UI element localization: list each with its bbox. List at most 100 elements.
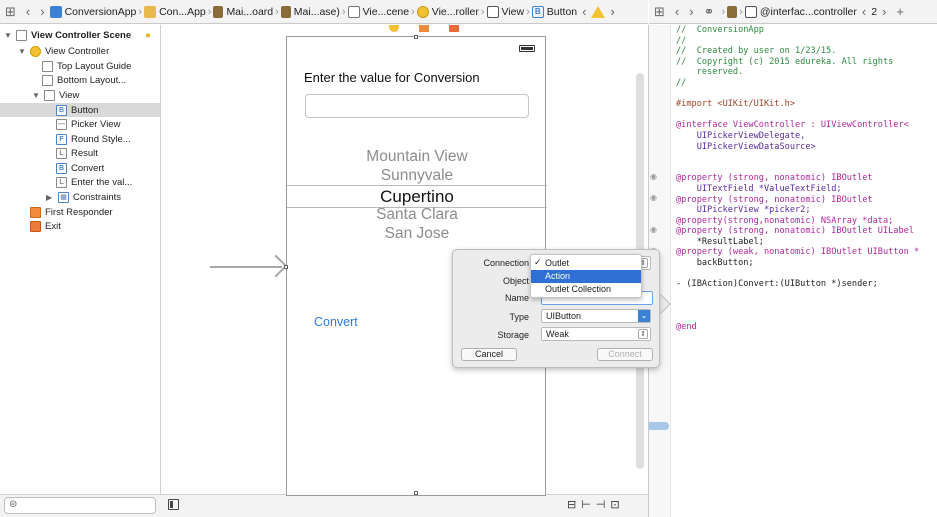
forward-button[interactable]: ›	[40, 4, 45, 19]
outline-view-controller[interactable]: ▼ View Controller	[18, 45, 110, 57]
view-controller-icon	[416, 5, 429, 18]
code-line: @property (strong, nonatomic) IBOutlet U…	[676, 226, 914, 237]
disclosure-triangle-icon[interactable]: ▼	[18, 46, 26, 56]
picker-selection-bottom-line	[287, 207, 547, 208]
crumb-folder[interactable]: Con...App	[144, 5, 206, 18]
crumb-view-controller[interactable]: Vie...roller	[416, 5, 479, 18]
counterpart-count: 2	[871, 5, 878, 18]
outline-constraints[interactable]: ▶ ▦ Constraints	[46, 191, 122, 203]
scene-dock-exit-icon[interactable]	[449, 25, 459, 32]
toggle-outline-icon[interactable]	[168, 499, 179, 510]
resize-handle[interactable]	[414, 491, 418, 495]
scene-dock-responder-icon[interactable]	[419, 25, 429, 32]
back-button[interactable]: ‹	[25, 4, 31, 19]
crumb-storyboard[interactable]: Mai...oard	[213, 5, 273, 18]
code-line	[676, 163, 937, 174]
issue-forward-button[interactable]: ›	[610, 4, 615, 19]
picker-row[interactable]: Mountain View	[366, 148, 468, 165]
automatic-icon[interactable]: ⚭	[703, 3, 715, 19]
disclosure-triangle-icon[interactable]: ▼	[4, 30, 12, 40]
outline-button[interactable]: B Button	[0, 103, 160, 117]
type-combo[interactable]: UIButton ⌄	[541, 309, 651, 323]
interface-icon	[744, 5, 757, 18]
related-items-icon[interactable]: ⊞	[5, 3, 16, 19]
crumb-storyboard-base[interactable]: Mai...ase)	[280, 5, 340, 18]
resize-handle[interactable]	[414, 35, 418, 39]
layout-guide-icon	[42, 74, 53, 86]
outline-filter-field[interactable]: ⊜	[4, 497, 156, 514]
header-file-crumb[interactable]	[727, 5, 738, 18]
disclosure-triangle-icon[interactable]: ▶	[46, 192, 53, 202]
scene-dock-vc-icon[interactable]	[389, 25, 399, 32]
constraints-icon: ▦	[58, 191, 69, 203]
code-line: #import <UIKit/UIKit.h>	[676, 99, 795, 110]
outline-exit[interactable]: Exit	[30, 219, 61, 233]
code-line	[676, 110, 937, 121]
chevron-down-icon[interactable]: ⌄	[638, 310, 650, 322]
outline-first-responder[interactable]: First Responder	[30, 205, 113, 219]
outline-round-style[interactable]: F Round Style...	[56, 132, 131, 146]
document-outline: ▼ View Controller Scene ● ▼ View Control…	[0, 25, 161, 494]
outline-picker-view[interactable]: — Picker View	[56, 118, 121, 130]
filter-icon: ⊜	[9, 499, 18, 510]
warning-icon[interactable]	[591, 5, 606, 18]
view-controller-badge-icon: ●	[145, 29, 151, 41]
outline-enter-label[interactable]: L Enter the val...	[56, 175, 132, 189]
related-items-icon[interactable]: ⊞	[654, 3, 665, 19]
interface-crumb[interactable]: @interfac...controller	[744, 5, 857, 18]
value-text-field[interactable]	[305, 94, 529, 118]
enter-value-label: Enter the value for Conversion	[304, 70, 480, 85]
scene-icon	[347, 5, 360, 18]
outline-view[interactable]: ▼ View	[32, 89, 80, 101]
issue-back-button[interactable]: ‹	[582, 4, 587, 19]
outline-scene-row[interactable]: ▼ View Controller Scene ●	[4, 29, 151, 41]
picker-row-selected[interactable]: Cupertino	[380, 187, 454, 206]
code-line: UIPickerViewDelegate,	[676, 130, 806, 141]
code-line: @end	[676, 321, 697, 332]
code-line	[676, 300, 937, 311]
object-label: Object	[502, 276, 529, 286]
resizing-icon[interactable]: ⊡	[610, 499, 625, 511]
outlet-connection-icon[interactable]: ◉	[650, 225, 657, 234]
menu-item-outlet[interactable]: Outlet	[545, 258, 570, 268]
project-icon	[49, 5, 62, 18]
outline-convert[interactable]: B Convert	[56, 161, 104, 175]
crumb-view[interactable]: View	[486, 5, 524, 18]
cancel-button[interactable]: Cancel	[461, 348, 517, 361]
picker-row[interactable]: Santa Clara	[376, 206, 458, 223]
outline-result[interactable]: L Result	[56, 146, 98, 160]
forward-button[interactable]: ›	[689, 4, 694, 19]
outline-top-layout-guide[interactable]: Top Layout Guide	[42, 59, 131, 73]
picker-view-icon: —	[56, 118, 67, 130]
disclosure-triangle-icon[interactable]: ▼	[32, 90, 40, 100]
crumb-scene[interactable]: Vie...cene	[347, 5, 409, 18]
pin-icon[interactable]: ⊢	[581, 499, 596, 511]
picker-row[interactable]: San Jose	[384, 225, 450, 242]
menu-item-outlet-collection[interactable]: Outlet Collection	[545, 284, 612, 294]
code-editor[interactable]: // ConversionApp//// Created by user on …	[676, 25, 937, 517]
outline-bottom-layout-guide[interactable]: Bottom Layout...	[42, 73, 126, 87]
code-line: @property (strong, nonatomic) IBOutlet	[676, 173, 873, 184]
counterpart-forward-button[interactable]: ›	[882, 4, 887, 19]
connect-button[interactable]: Connect	[597, 348, 653, 361]
code-line: //	[676, 35, 687, 46]
crumb-project[interactable]: ConversionApp	[49, 5, 136, 18]
outlet-connection-icon[interactable]: ◉	[650, 193, 657, 202]
back-button[interactable]: ‹	[674, 4, 680, 19]
button-icon: B	[56, 104, 67, 116]
add-editor-button[interactable]: +	[896, 4, 904, 19]
picker-row[interactable]: Sunnyvale	[380, 167, 454, 184]
outlet-connection-icon[interactable]: ◉	[650, 172, 657, 181]
convert-button[interactable]: Convert	[314, 315, 358, 329]
menu-item-action[interactable]: Action	[531, 270, 641, 283]
assistant-jump-bar: ⊞ ‹ › ⚭ › › @interfac...controller ‹ 2 ›…	[649, 0, 937, 24]
align-icon[interactable]: ⊟	[567, 499, 582, 511]
resolve-icon[interactable]: ⊣	[595, 499, 611, 511]
code-line	[676, 290, 937, 301]
code-line: - (IBAction)Convert:(UIButton *)sender;	[676, 279, 878, 290]
counterpart-back-button[interactable]: ‹	[861, 4, 867, 19]
storage-select[interactable]: Weak ⇕	[541, 327, 651, 341]
resize-handle[interactable]	[284, 265, 288, 269]
code-line: UIPickerView *picker2;	[676, 205, 811, 216]
